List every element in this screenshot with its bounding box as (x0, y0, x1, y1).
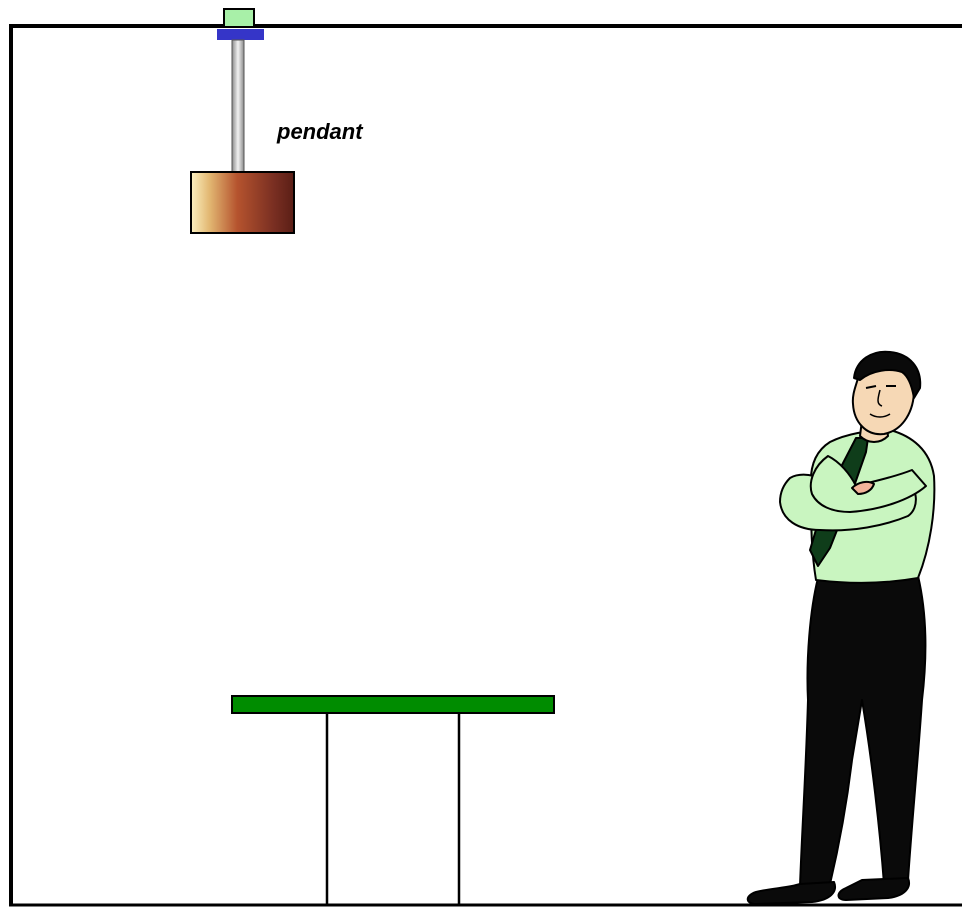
man-hair (853, 350, 922, 399)
man-eye-left (865, 385, 877, 389)
lamp-shade (190, 171, 295, 234)
table-top (231, 695, 555, 714)
man-shoe-left (746, 881, 836, 905)
table (231, 695, 555, 905)
man-shoe-right (837, 877, 910, 901)
room-outline (9, 24, 962, 907)
pendant-rod (231, 39, 245, 174)
man-trousers (799, 573, 927, 887)
pendant-lamp (190, 8, 295, 234)
man-figure (746, 350, 936, 905)
ceiling-mount-box (223, 8, 255, 28)
pendant-label: pendant (276, 119, 364, 144)
man-nose (877, 389, 883, 407)
man-mouth (869, 413, 891, 418)
man-hand (851, 480, 875, 495)
ceiling-plate (217, 29, 264, 40)
